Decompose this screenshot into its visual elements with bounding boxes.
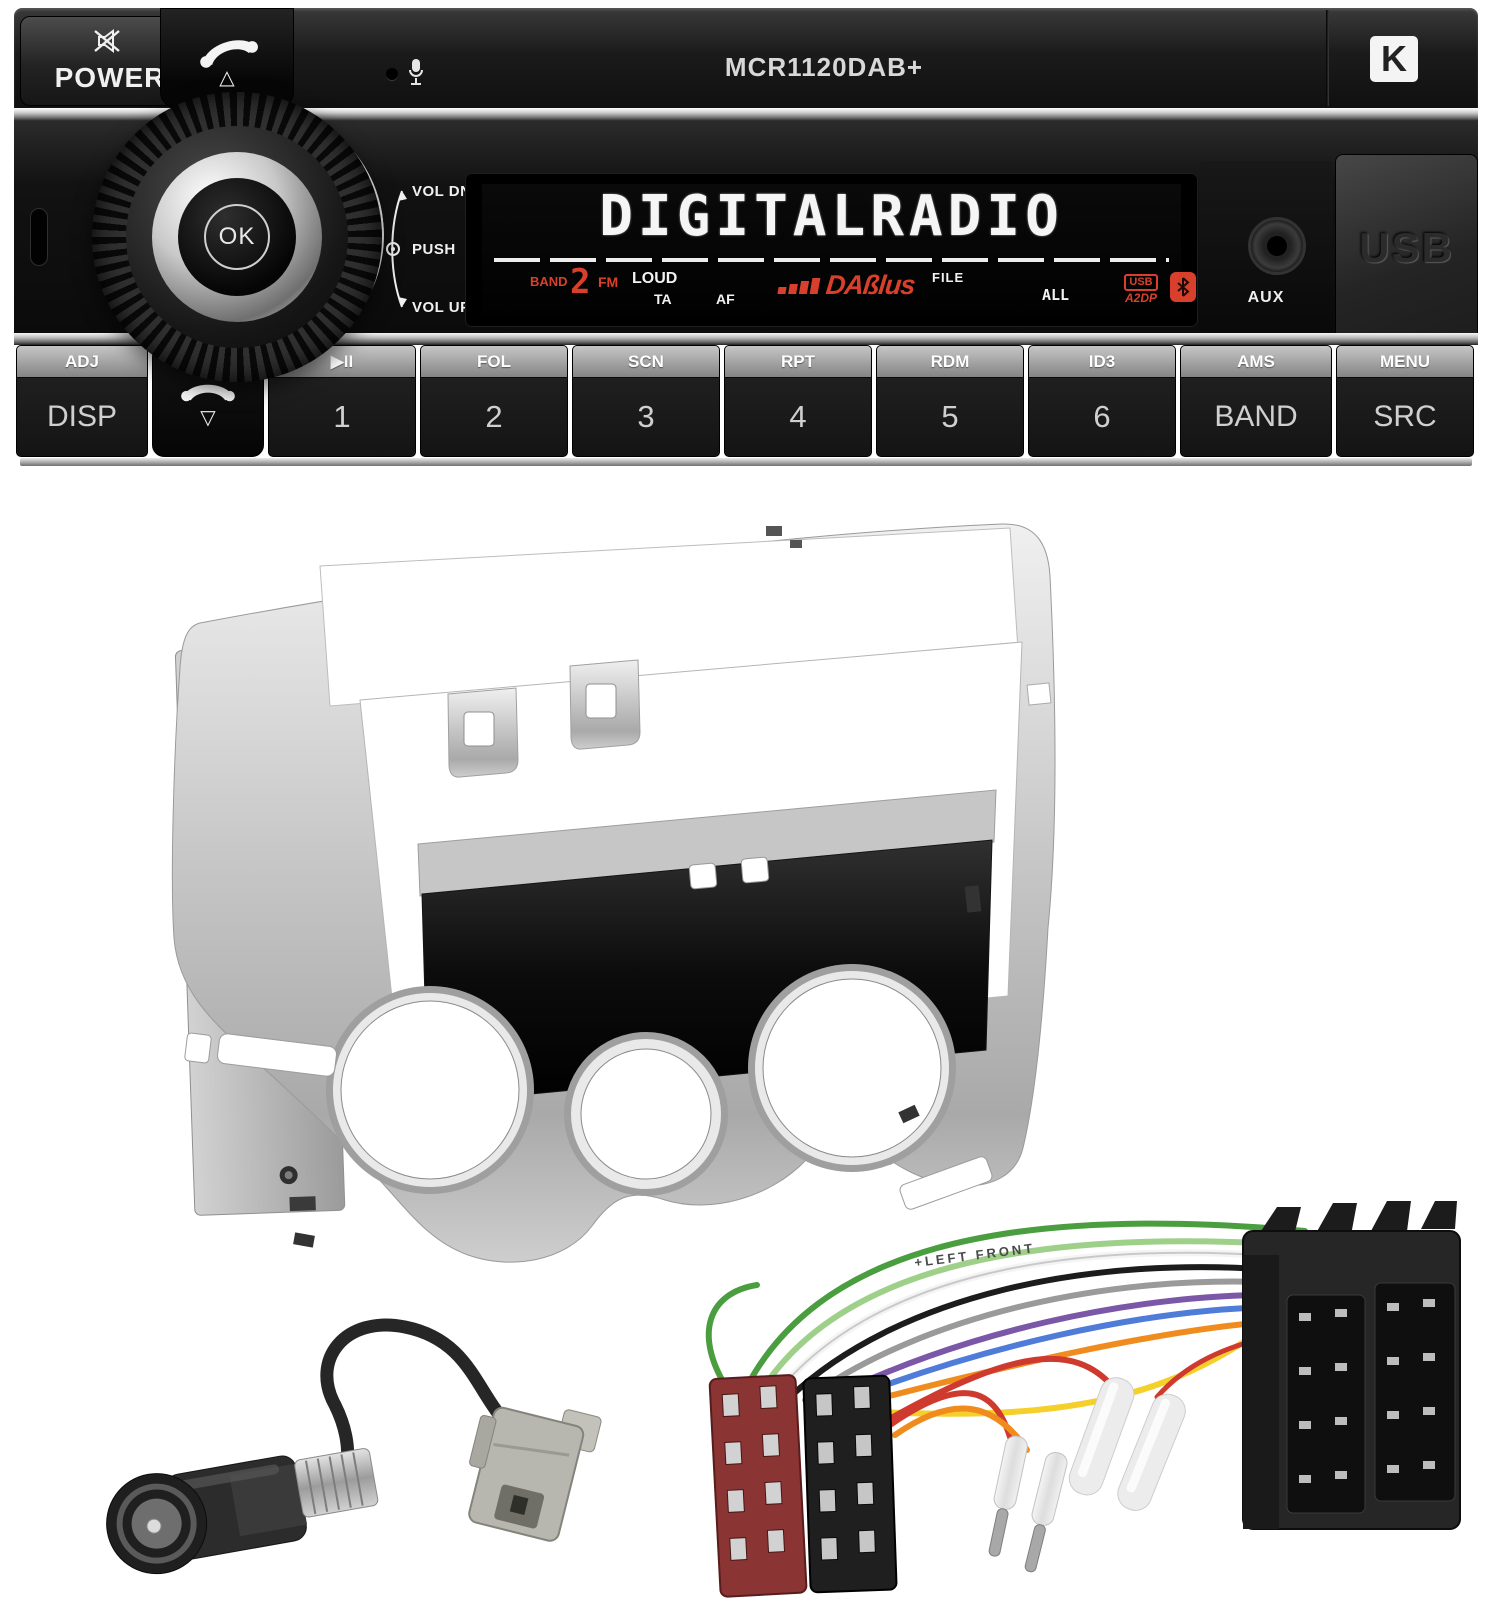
key-band-label: BAND xyxy=(1214,400,1298,433)
file-indicator: FILE xyxy=(932,270,965,285)
loud-indicator: LOUD xyxy=(632,270,678,287)
display-window: DIGITALRADIO BAND 2 FM LOUD TA AF DAßlus… xyxy=(466,174,1197,326)
key-2-secondary: FOL xyxy=(421,346,567,378)
fm-indicator: FM xyxy=(598,274,619,290)
radio-top-panel: POWER △ MCR1120DAB+ K xyxy=(14,8,1478,108)
brand-logo: K xyxy=(1370,36,1418,82)
fascia-hanging-tab xyxy=(569,659,641,750)
phone-answer-button: △ xyxy=(160,8,294,108)
vent-slots xyxy=(184,1032,993,1210)
band-indicator: BAND xyxy=(530,274,568,289)
key-src: MENU SRC xyxy=(1336,345,1474,457)
ta-indicator: TA xyxy=(654,291,672,307)
key-5: RDM 5 xyxy=(876,345,1024,457)
push-label: PUSH xyxy=(412,241,456,258)
vol-up-label: VOL UP xyxy=(412,299,471,316)
key-1-label: 1 xyxy=(333,399,351,434)
key-4: RPT 4 xyxy=(724,345,872,457)
left-edge-slot xyxy=(30,208,48,266)
preset-number: 2 xyxy=(570,262,591,302)
phone-end-icon xyxy=(179,377,237,408)
usb-cover: USB xyxy=(1335,154,1478,342)
black-iso-connector xyxy=(802,1374,898,1594)
key-disp: ADJ DISP xyxy=(16,345,148,457)
lcd-screen: DIGITALRADIO BAND 2 FM LOUD TA AF DAßlus… xyxy=(482,184,1196,316)
microphone-hole xyxy=(386,68,398,80)
key-disp-label: DISP xyxy=(46,400,118,433)
all-indicator: ALL xyxy=(1042,286,1070,304)
aux-label: AUX xyxy=(1247,289,1285,306)
car-radio-head-unit: POWER △ MCR1120DAB+ K xyxy=(14,8,1478,466)
key-6: ID3 6 xyxy=(1028,345,1176,457)
aux-panel: AUX xyxy=(1199,161,1333,333)
aux-jack-hole xyxy=(1267,236,1287,256)
signal-bars-icon xyxy=(777,278,822,296)
dash-mounting-frame xyxy=(171,523,1056,1263)
mute-speaker-icon xyxy=(93,28,127,59)
key-6-secondary: ID3 xyxy=(1029,346,1175,378)
maroon-iso-connector xyxy=(708,1374,808,1598)
climate-control-openings xyxy=(326,964,956,1196)
a2dp-indicator: A2DP xyxy=(1124,291,1157,305)
power-label: POWER xyxy=(54,62,166,93)
usb-a2dp-indicator: USB A2DP xyxy=(1118,272,1164,305)
key-5-label: 5 xyxy=(941,399,959,434)
chrome-trim-bottom xyxy=(14,333,1478,345)
chrome-trim-top xyxy=(14,108,1478,121)
antenna-adapter xyxy=(106,1318,602,1575)
vol-dn-label: VOL DN xyxy=(412,183,472,200)
key-3-label: 3 xyxy=(637,399,655,434)
gt13-connector xyxy=(468,1406,602,1542)
bottom-chrome-edge xyxy=(20,458,1472,466)
crimp-bullet-terminals xyxy=(988,1435,1068,1573)
key-2-label: 2 xyxy=(485,399,503,434)
iso-block-connector xyxy=(1242,1201,1461,1530)
af-indicator: AF xyxy=(716,291,735,307)
usb-cover-label: USB xyxy=(1359,224,1454,271)
iso-wiring-harness: +LEFT FRONT xyxy=(705,1201,1461,1598)
key-band: AMS BAND xyxy=(1180,345,1332,457)
microphone-icon xyxy=(406,58,426,93)
insulated-terminals xyxy=(1068,1377,1186,1511)
triangle-up-icon: △ xyxy=(219,66,235,89)
key-src-secondary: MENU xyxy=(1337,346,1473,378)
key-4-label: 4 xyxy=(789,399,807,434)
key-band-secondary: AMS xyxy=(1181,346,1331,378)
fascia-clips xyxy=(293,526,1052,1248)
phone-answer-icon xyxy=(196,31,258,70)
volume-hints: VOL DN PUSH VOL UP xyxy=(382,181,502,317)
volume-knob: OK xyxy=(92,92,382,382)
ok-button: OK xyxy=(204,204,270,270)
fascia-hanging-tab xyxy=(447,687,519,778)
key-5-secondary: RDM xyxy=(877,346,1023,378)
lcd-underline xyxy=(494,258,1169,262)
key-3: SCN 3 xyxy=(572,345,720,457)
iso-antenna-plug xyxy=(106,1448,379,1575)
bluetooth-icon xyxy=(1170,272,1196,302)
lcd-status-row: BAND 2 FM LOUD TA AF DAßlus FILE ALL USB xyxy=(496,262,1196,312)
key-6-label: 6 xyxy=(1093,399,1111,434)
key-disp-secondary: ADJ xyxy=(17,346,147,378)
model-number: MCR1120DAB+ xyxy=(724,52,924,82)
key-2: FOL 2 xyxy=(420,345,568,457)
usb-indicator: USB xyxy=(1124,274,1158,291)
lcd-main-text: DIGITALRADIO xyxy=(599,184,1064,249)
key-3-secondary: SCN xyxy=(573,346,719,378)
key-4-secondary: RPT xyxy=(725,346,871,378)
panel-seam xyxy=(1326,10,1329,106)
triangle-down-icon: ▽ xyxy=(200,406,216,429)
key-src-label: SRC xyxy=(1373,400,1437,433)
dab-plus-logo: DAßlus xyxy=(824,270,917,300)
